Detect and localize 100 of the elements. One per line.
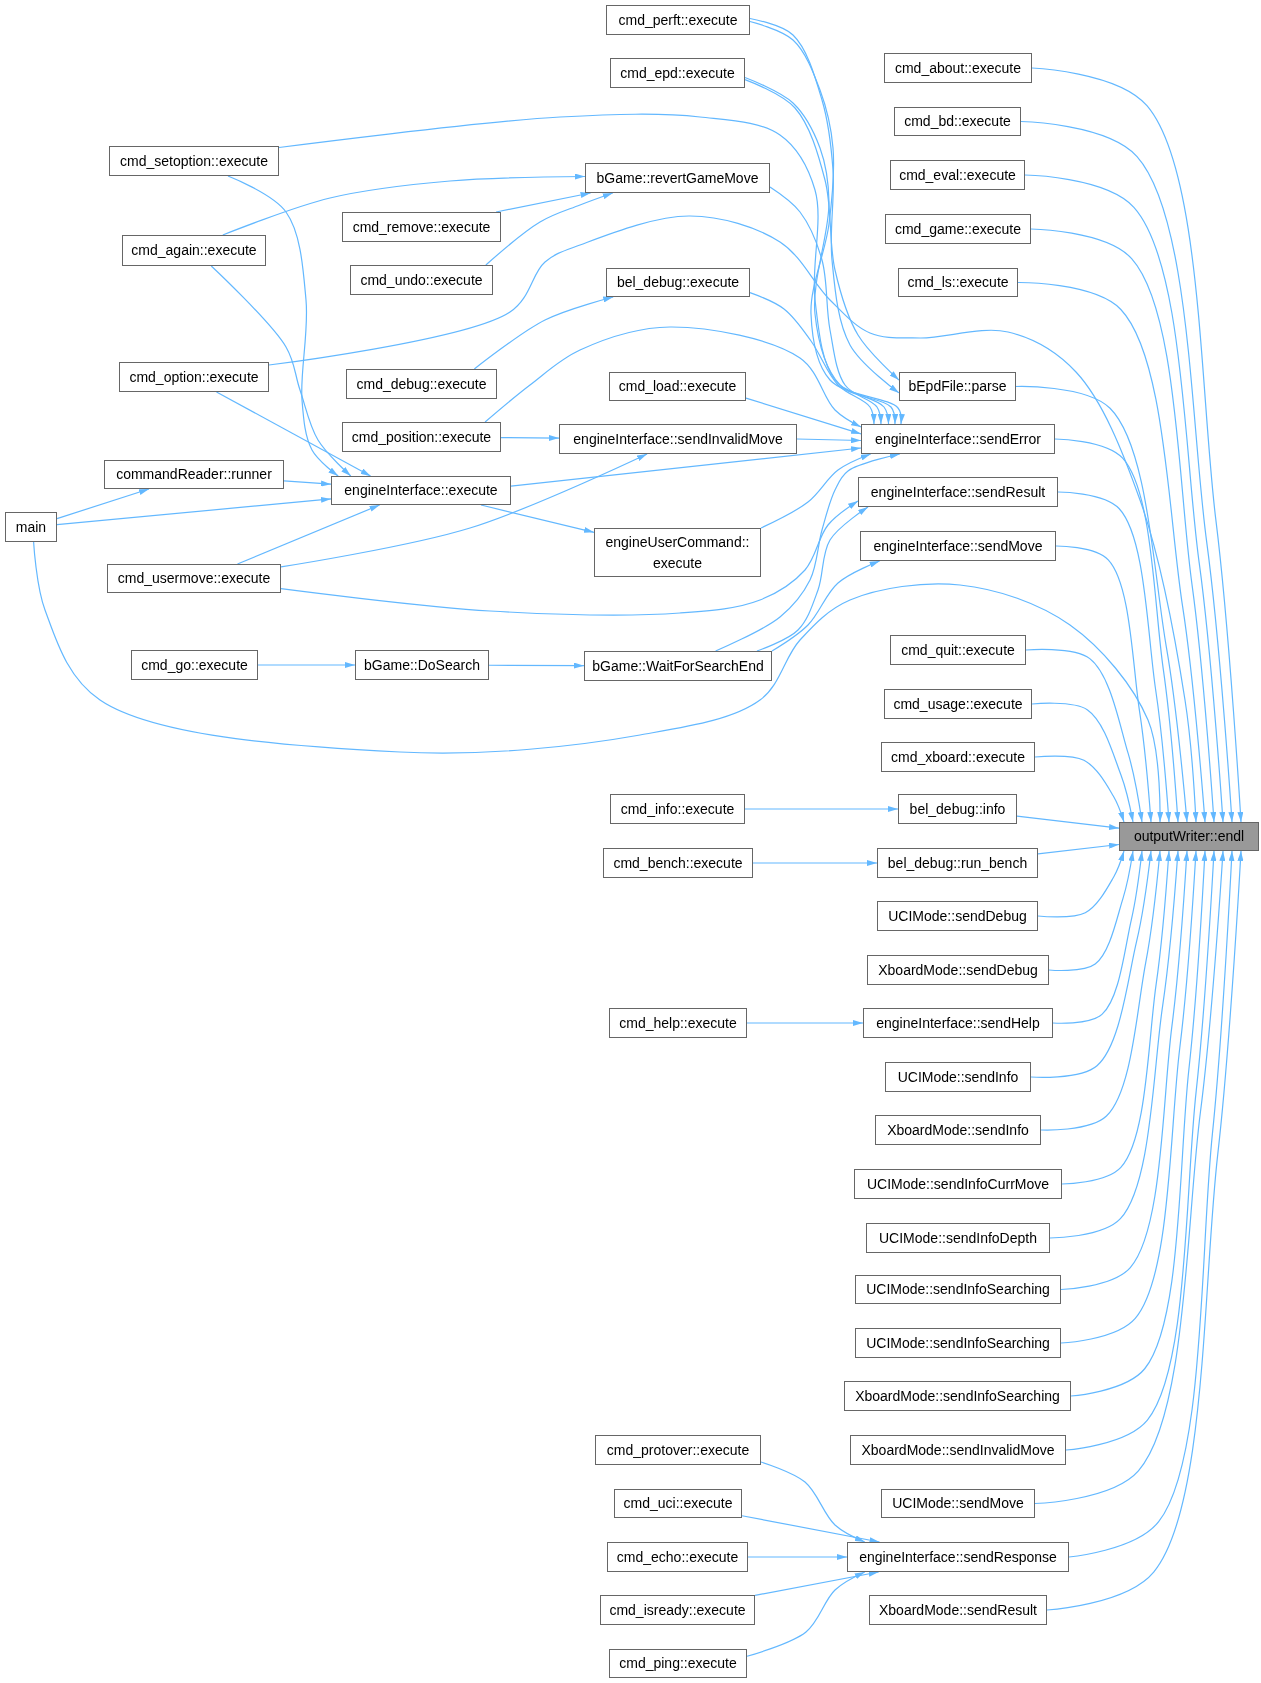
graph-node <box>606 5 750 35</box>
graph-node <box>854 1169 1062 1199</box>
graph-node <box>607 1542 748 1572</box>
arrow <box>1037 842 1120 855</box>
function-name: cmd_option::execute <box>129 367 259 387</box>
function-name: engineInterface::sendInvalidMove <box>573 429 783 449</box>
function-name: commandReader::runner <box>116 465 272 484</box>
function-name: engineInterface::sendResult <box>870 482 1046 502</box>
function-name: XboardMode::sendInfo <box>887 1120 1029 1140</box>
graph-node <box>863 1008 1053 1038</box>
arrow <box>1055 545 1154 823</box>
function-name: XboardMode::sendInfoSearching <box>855 1386 1060 1406</box>
function-name: cmd_again::execute <box>131 241 257 260</box>
graph-node <box>844 1381 1071 1411</box>
arrow <box>754 1570 880 1596</box>
graph-node <box>614 1489 742 1518</box>
arrow <box>796 437 862 444</box>
function-name: engineInterface::sendHelp <box>876 1013 1040 1033</box>
arrow <box>1068 850 1235 1558</box>
graph-node <box>867 955 1049 985</box>
function-name: cmd_undo::execute <box>360 270 483 290</box>
graph-node <box>600 1595 755 1625</box>
graph-node <box>346 369 497 399</box>
arrow <box>473 296 614 370</box>
function-name: bel_debug::execute <box>616 273 740 292</box>
function-name: cmd_perft::execute <box>618 10 738 30</box>
arrow <box>746 1020 864 1026</box>
graph-node <box>585 163 770 193</box>
function-name: bel_debug::info <box>909 799 1006 819</box>
function-name: cmd_about::execute <box>894 58 1022 78</box>
function-name: UCIMode::sendInfo <box>897 1067 1019 1087</box>
graph-node <box>594 528 761 577</box>
arrow <box>1061 850 1172 1185</box>
function-name: cmd_uci::execute <box>623 1494 733 1513</box>
arrow <box>1031 702 1135 823</box>
graph-node <box>869 1595 1047 1625</box>
function-name: UCIMode::sendDebug <box>888 906 1027 926</box>
arrow <box>280 453 648 568</box>
arrow <box>1015 385 1190 823</box>
arrow <box>215 391 372 477</box>
graph-node <box>894 107 1021 136</box>
graph-node <box>881 742 1035 772</box>
function-name: cmd_isready::execute <box>609 1600 746 1620</box>
arrow <box>283 480 332 487</box>
arrow <box>760 453 872 529</box>
graph-node <box>584 651 772 681</box>
function-name: cmd_epd::execute <box>620 63 735 83</box>
graph-node <box>855 1328 1061 1358</box>
function-name: UCIMode::sendInfoDepth <box>879 1228 1037 1248</box>
function-name: main <box>15 517 47 537</box>
function-name: cmd_protover::execute <box>606 1440 750 1460</box>
graph-node <box>858 477 1058 507</box>
graph-node <box>898 794 1017 824</box>
arrow <box>741 1515 881 1544</box>
arrow <box>1065 850 1217 1451</box>
graph-node <box>885 214 1031 244</box>
graph-node <box>342 422 501 452</box>
arrow <box>222 173 586 236</box>
arrow <box>746 1571 866 1657</box>
graph-node <box>847 1542 1069 1572</box>
graph-node <box>104 460 284 489</box>
arrow <box>1040 850 1163 1131</box>
function-name: UCIMode::sendInfoSearching <box>866 1280 1050 1299</box>
graph-node <box>881 1489 1035 1518</box>
graph-node <box>109 146 279 176</box>
arrow <box>1031 67 1244 823</box>
arrow <box>1037 850 1125 918</box>
graph-node <box>603 848 753 878</box>
function-name: cmd_load::execute <box>618 377 737 396</box>
function-name: XboardMode::sendResult <box>879 1600 1037 1620</box>
function-name: XboardMode::sendDebug <box>878 960 1038 980</box>
function-name: cmd_help::execute <box>619 1013 737 1033</box>
arrow <box>488 662 585 669</box>
function-name: cmd_position::execute <box>351 427 492 447</box>
arrow <box>1048 850 1135 972</box>
graph-node <box>850 1435 1066 1465</box>
arrow <box>227 175 339 477</box>
arrow <box>1034 850 1226 1505</box>
function-name: bGame::WaitForSearchEnd <box>592 656 764 676</box>
arrow <box>744 806 899 812</box>
function-name: cmd_xboard::execute <box>891 747 1025 767</box>
function-name: bel_debug::run_bench <box>887 853 1028 873</box>
function-name: cmd_setoption::execute <box>120 151 268 171</box>
graph-node <box>860 531 1056 561</box>
arrow <box>495 192 592 213</box>
graph-node <box>866 1223 1050 1253</box>
function-name: cmd_echo::execute <box>616 1547 739 1567</box>
graph-node <box>877 848 1038 878</box>
function-name: UCIMode::sendInfoCurrMove <box>866 1174 1050 1194</box>
function-name: cmd_usage::execute <box>893 694 1023 714</box>
arrow <box>56 488 150 520</box>
arrow <box>56 496 332 526</box>
graph-node <box>119 362 269 392</box>
function-name: cmd_ping::execute <box>619 1654 737 1673</box>
arrow <box>769 186 884 425</box>
graph-node <box>122 235 266 266</box>
arrow <box>760 1461 866 1543</box>
graph-node <box>609 1008 747 1038</box>
arrow <box>1046 850 1244 1611</box>
arrow <box>752 860 878 866</box>
